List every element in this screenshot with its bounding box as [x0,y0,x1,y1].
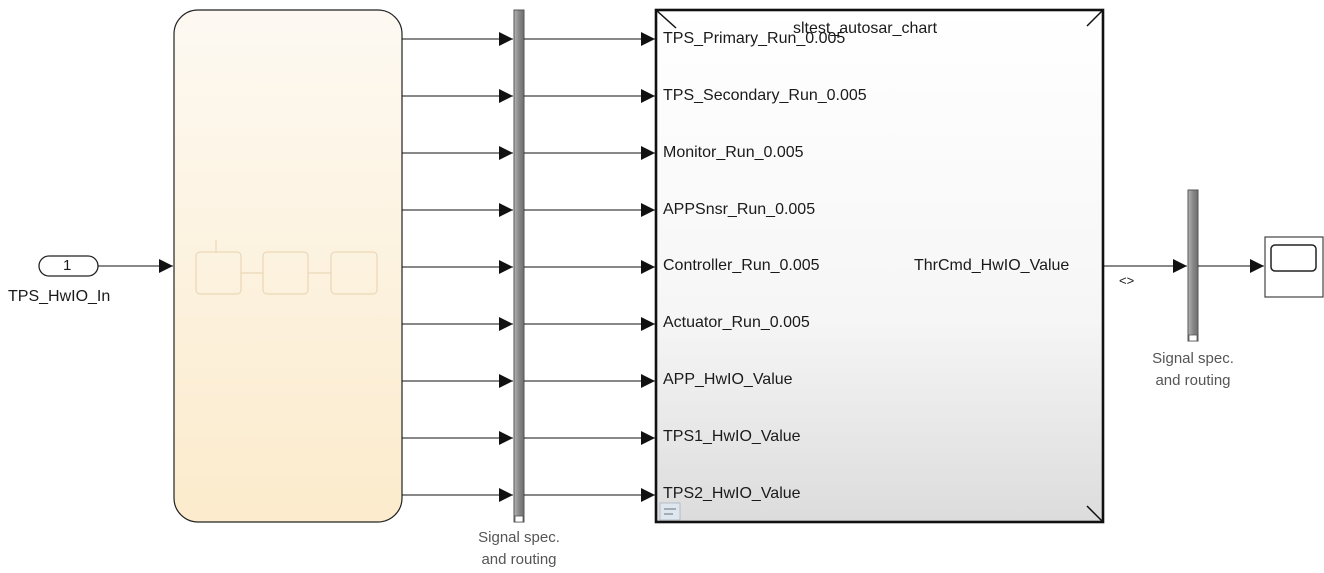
subsystem-input-port-label: Actuator_Run_0.005 [663,314,810,331]
signal-marker: <> [1119,273,1135,288]
subsystem-output-port-label: ThrCmd_HwIO_Value [914,257,1070,274]
subsystem-input-port-label: APPSnsr_Run_0.005 [663,201,816,218]
subsystem-input-port-label: APP_HwIO_Value [663,371,793,388]
right-bus-caption-line1: Signal spec. [1152,350,1234,367]
inport-number: 1 [63,257,72,274]
stateflow-chart-block[interactable] [173,9,403,523]
subsystem-input-port-label: TPS_Primary_Run_0.005 [663,30,846,47]
scope-block[interactable] [1264,236,1324,298]
subsystem-input-port-label: Monitor_Run_0.005 [663,144,804,161]
subsystem-input-port-label: TPS2_HwIO_Value [663,485,801,502]
scope-screen-icon [1270,244,1317,272]
inport-name: TPS_HwIO_In [8,288,111,305]
bus-to-subsystem-lines [524,32,655,502]
model-reference-icon [659,502,681,521]
left-bus-block[interactable] [513,9,525,523]
left-bus-caption-line2: and routing [481,551,557,568]
right-bus-block[interactable] [1187,189,1199,342]
chart-to-bus-lines [402,32,513,502]
left-bus-caption-line1: Signal spec. [478,529,560,546]
subsystem-input-port-label: Controller_Run_0.005 [663,257,820,274]
right-bus-caption-line2: and routing [1155,372,1231,389]
subsystem-input-port-label: TPS_Secondary_Run_0.005 [663,87,867,104]
subsystem-input-port-label: TPS1_HwIO_Value [663,428,801,445]
subsystem-title: sltest_autosar_chart [793,20,938,37]
